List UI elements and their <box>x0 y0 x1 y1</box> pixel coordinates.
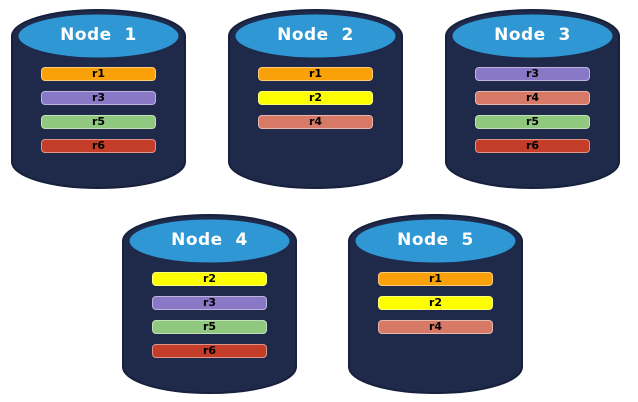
replica-list: r1 r3 r5 r6 <box>41 67 156 163</box>
replica-bar: r4 <box>258 115 373 129</box>
db-node: Node 4 r2 r3 r5 r6 <box>121 213 298 395</box>
replica-list: r1 r2 r4 <box>258 67 373 139</box>
db-node: Node 3 r3 r4 r5 r6 <box>444 8 621 190</box>
replica-bar: r5 <box>41 115 156 129</box>
replica-bar: r5 <box>152 320 267 334</box>
node-title: Node 4 <box>171 230 248 250</box>
node-title: Node 1 <box>60 25 137 45</box>
node-title: Node 2 <box>277 25 354 45</box>
replica-list: r3 r4 r5 r6 <box>475 67 590 163</box>
replica-bar: r5 <box>475 115 590 129</box>
replica-list: r1 r2 r4 <box>378 272 493 344</box>
node-title: Node 3 <box>494 25 571 45</box>
replica-bar: r2 <box>378 296 493 310</box>
replica-bar: r4 <box>378 320 493 334</box>
replica-bar: r4 <box>475 91 590 105</box>
node-title: Node 5 <box>397 230 474 250</box>
replica-bar: r1 <box>258 67 373 81</box>
db-node: Node 2 r1 r2 r4 <box>227 8 404 190</box>
replica-bar: r6 <box>41 139 156 153</box>
replica-list: r2 r3 r5 r6 <box>152 272 267 368</box>
replica-bar: r3 <box>152 296 267 310</box>
db-node: Node 1 r1 r3 r5 r6 <box>10 8 187 190</box>
replica-bar: r1 <box>41 67 156 81</box>
replica-bar: r6 <box>475 139 590 153</box>
replica-bar: r3 <box>41 91 156 105</box>
replica-bar: r1 <box>378 272 493 286</box>
replica-bar: r6 <box>152 344 267 358</box>
replica-bar: r2 <box>258 91 373 105</box>
db-node: Node 5 r1 r2 r4 <box>347 213 524 395</box>
replica-bar: r2 <box>152 272 267 286</box>
replica-bar: r3 <box>475 67 590 81</box>
